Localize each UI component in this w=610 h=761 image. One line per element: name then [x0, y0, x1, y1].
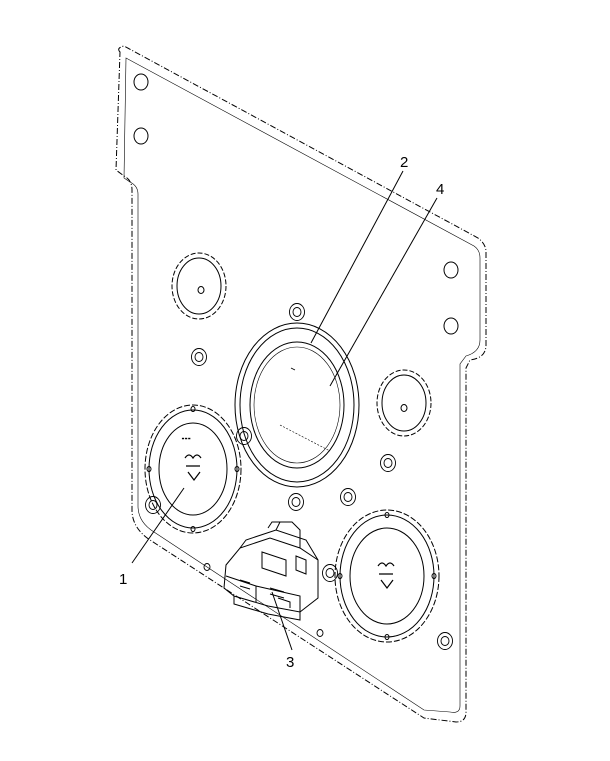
fastener	[316, 629, 324, 637]
fastener	[203, 563, 211, 571]
center-window-assembly	[234, 322, 360, 488]
fastener	[145, 496, 161, 514]
fastener	[380, 454, 396, 472]
blanking-plug-right	[376, 369, 432, 437]
plate-fasteners	[145, 303, 453, 650]
mounting-plate	[115, 45, 487, 723]
leader-line-3	[271, 591, 293, 651]
receptacle-connector-right	[334, 509, 440, 643]
receptacle-connector-left: ⁃ ⁃ ⁃	[144, 404, 242, 534]
callout-2: 2	[400, 154, 408, 171]
fastener	[236, 427, 252, 445]
fastener	[191, 348, 207, 366]
leader-line-4	[329, 197, 438, 387]
leader-line-1	[131, 487, 185, 564]
fastener	[288, 493, 304, 511]
plate-mounting-holes	[133, 73, 459, 335]
harness-connector	[223, 521, 319, 621]
fastener	[437, 632, 453, 650]
svg-text:⁃ ⁃ ⁃: ⁃ ⁃ ⁃	[182, 436, 190, 441]
leader-line-2	[310, 170, 404, 344]
fastener	[340, 488, 356, 506]
fastener	[322, 564, 338, 582]
callout-4: 4	[436, 181, 444, 198]
fastener	[289, 303, 305, 321]
callout-leader-lines	[131, 170, 438, 651]
callout-1: 1	[119, 571, 127, 588]
callout-3: 3	[286, 654, 294, 671]
blanking-plug-upper-left	[171, 252, 227, 320]
